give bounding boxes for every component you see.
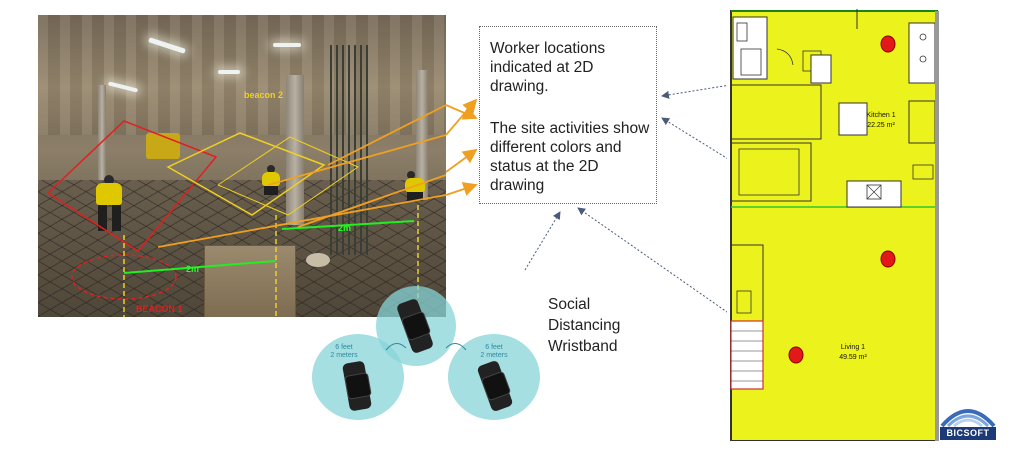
concrete-column bbox=[98, 85, 106, 180]
worker-marker bbox=[880, 35, 896, 53]
bucket bbox=[306, 253, 330, 267]
orange-arrow bbox=[267, 134, 446, 186]
floor-plan-drawing: Kitchen 1 22.25 m² Living 1 49.59 m² bbox=[727, 9, 939, 441]
rebar-cluster bbox=[330, 45, 370, 255]
beacon-2-zone bbox=[166, 132, 326, 216]
distance-feet: 6 feet bbox=[335, 344, 353, 351]
dotted-connector bbox=[661, 84, 731, 99]
distance-text: 6 feet 2 meters bbox=[474, 344, 514, 360]
concrete-column bbox=[416, 70, 428, 200]
distance-line-1 bbox=[123, 260, 277, 274]
timber-formwork bbox=[204, 245, 296, 317]
orange-arrow bbox=[327, 104, 446, 166]
worker bbox=[92, 175, 126, 235]
orange-arrow bbox=[157, 194, 446, 248]
beacon-1-label: BEACON 1 bbox=[136, 304, 183, 314]
wristband-bubble: 6 feet 2 meters bbox=[448, 334, 540, 420]
wristband-face bbox=[344, 372, 372, 400]
distance-text: 6 feet 2 meters bbox=[324, 344, 364, 360]
excavator bbox=[146, 133, 180, 159]
distance-label-2: 2m bbox=[338, 223, 351, 233]
site-photo: beacon 2 BEACON 1 2m 2m bbox=[38, 15, 446, 317]
worker-marker bbox=[880, 250, 896, 268]
dotted-connector bbox=[577, 207, 791, 357]
distance-meters: 2 meters bbox=[480, 352, 508, 359]
bicsoft-logo: BICSOFT bbox=[940, 394, 996, 440]
bubble-connectors bbox=[385, 343, 467, 351]
distance-line-2 bbox=[281, 220, 415, 230]
logo-text: BICSOFT bbox=[940, 427, 996, 440]
beacon-2-label: beacon 2 bbox=[244, 90, 283, 100]
beacon-overlay: beacon 2 BEACON 1 2m 2m bbox=[46, 90, 446, 317]
orange-arrow-head bbox=[445, 104, 478, 120]
logo-arcs bbox=[940, 394, 996, 428]
distance-label-1: 2m bbox=[186, 264, 199, 274]
beacon-1-range bbox=[71, 254, 177, 300]
distance-meters: 2 meters bbox=[330, 352, 358, 359]
wristband-bubble: 6 feet 2 meters bbox=[312, 334, 404, 420]
info-paragraph-2: The site activities show different color… bbox=[490, 120, 650, 194]
info-paragraph-1: Worker locations indicated at 2D drawing… bbox=[490, 40, 606, 95]
living-name: Living 1 bbox=[841, 344, 865, 351]
beacon-1-zone bbox=[46, 120, 218, 252]
info-callout-box: Worker locations indicated at 2D drawing… bbox=[479, 26, 657, 204]
orange-arrow bbox=[297, 174, 446, 228]
dotted-connector bbox=[524, 211, 561, 271]
orange-arrow-head bbox=[445, 148, 478, 173]
living-area-fill bbox=[731, 209, 937, 441]
floor-plan-2d: Kitchen 1 22.25 m² Living 1 49.59 m² bbox=[727, 9, 939, 441]
wristband-title: Social Distancing Wristband bbox=[548, 296, 621, 355]
worker-marker bbox=[788, 346, 804, 364]
distance-feet: 6 feet bbox=[485, 344, 503, 351]
ceiling-light bbox=[218, 70, 240, 74]
orange-arrow-head bbox=[445, 182, 478, 196]
kitchen-name: Kitchen 1 bbox=[866, 112, 895, 119]
ceiling bbox=[38, 15, 446, 135]
ceiling-light bbox=[273, 43, 301, 47]
orange-arrow-head bbox=[445, 98, 478, 136]
kitchen-area: 22.25 m² bbox=[867, 122, 895, 129]
beacon-2-zone-outer bbox=[216, 136, 360, 216]
living-area: 49.59 m² bbox=[839, 354, 867, 361]
